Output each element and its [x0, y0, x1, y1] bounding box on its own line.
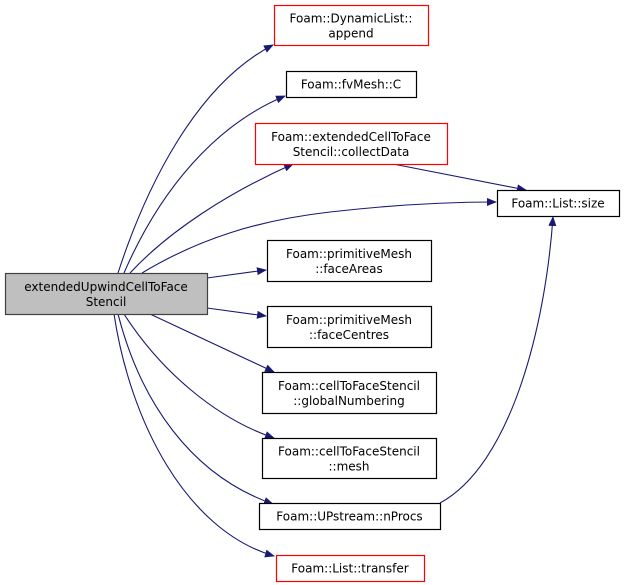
- node-label: Foam::DynamicList::: [290, 12, 413, 26]
- node-box: [266, 239, 433, 283]
- node-label: Foam::List::size: [511, 197, 604, 211]
- edge-root-to-globalNumbering: [149, 313, 275, 373]
- edge-root-to-append: [117, 44, 274, 274]
- edge-root-to-size: [141, 198, 497, 274]
- node-box: [285, 70, 418, 99]
- node-label: ::mesh: [328, 460, 369, 474]
- node-append[interactable]: Foam::DynamicList::append: [273, 4, 430, 47]
- node-box: [4, 272, 209, 316]
- node-faceCentres[interactable]: Foam::primitiveMesh::faceCentres: [266, 305, 433, 349]
- edge-root-to-C: [123, 95, 286, 274]
- node-box: [258, 502, 442, 531]
- node-box: [275, 554, 426, 583]
- node-label: Foam::UPstream::nProcs: [276, 510, 422, 524]
- node-box: [254, 122, 449, 166]
- node-nProcs[interactable]: Foam::UPstream::nProcs: [258, 502, 442, 531]
- node-box: [266, 305, 433, 349]
- node-transfer[interactable]: Foam::List::transfer: [275, 554, 426, 583]
- node-label: Foam::cellToFaceStencil: [278, 445, 420, 459]
- node-label: Stencil: [86, 295, 127, 309]
- node-C[interactable]: Foam::fvMesh::C: [285, 70, 418, 99]
- node-box: [273, 4, 430, 47]
- node-mesh[interactable]: Foam::cellToFaceStencil::mesh: [261, 437, 438, 480]
- node-label: Foam::primitiveMesh: [286, 247, 412, 261]
- edge-nProcs-to-size: [439, 216, 557, 504]
- edge-root-to-nProcs: [117, 313, 274, 505]
- node-label: append: [328, 27, 373, 41]
- node-label: ::faceCentres: [309, 328, 389, 342]
- node-box: [496, 189, 621, 218]
- node-size[interactable]: Foam::List::size: [496, 189, 621, 218]
- edge-root-to-collectData: [129, 163, 294, 274]
- edge-root-to-faceAreas: [206, 267, 267, 279]
- edge-collectData-to-size: [392, 163, 527, 193]
- node-label: ::globalNumbering: [293, 394, 404, 408]
- node-label: Foam::cellToFaceStencil: [278, 379, 420, 393]
- node-box: [261, 437, 438, 480]
- node-faceAreas[interactable]: Foam::primitiveMesh::faceAreas: [266, 239, 433, 283]
- edge-root-to-transfer: [113, 313, 275, 558]
- node-collectData[interactable]: Foam::extendedCellToFaceStencil::collect…: [254, 122, 449, 166]
- node-label: Stencil::collectData: [293, 145, 410, 159]
- node-label: Foam::extendedCellToFace: [271, 130, 431, 144]
- node-label: Foam::fvMesh::C: [301, 78, 401, 92]
- edge-root-to-faceCentres: [206, 307, 267, 319]
- edge-root-to-mesh: [123, 313, 275, 439]
- node-globalNumbering[interactable]: Foam::cellToFaceStencil::globalNumbering: [261, 371, 438, 415]
- node-box: [261, 371, 438, 415]
- node-label: ::faceAreas: [315, 262, 383, 276]
- node-label: Foam::primitiveMesh: [286, 313, 412, 327]
- node-label: extendedUpwindCellToFace: [24, 280, 188, 294]
- node-label: Foam::List::transfer: [291, 562, 408, 576]
